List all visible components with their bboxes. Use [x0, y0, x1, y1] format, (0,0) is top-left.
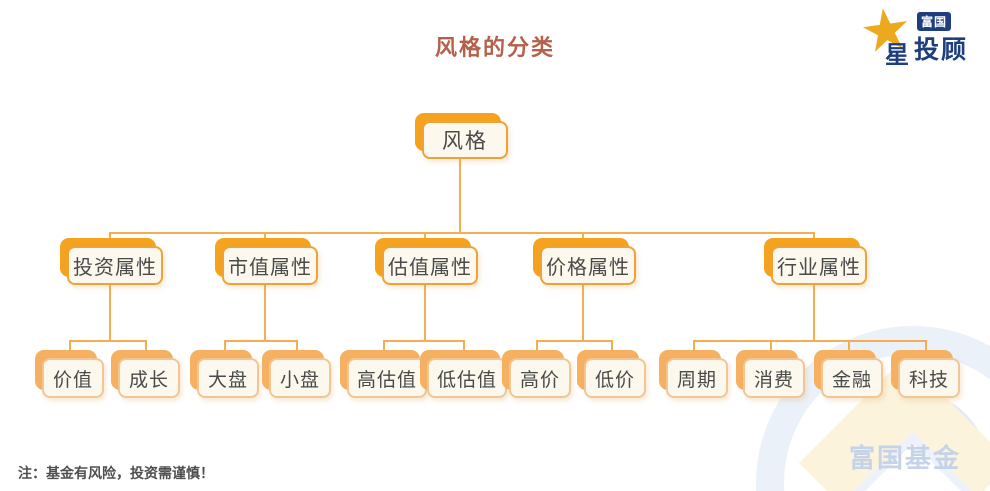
- tree-node-leaf-0-0: 价值: [35, 350, 104, 398]
- node-label: 周期: [666, 358, 728, 398]
- connector-line: [693, 340, 927, 342]
- connector-line: [69, 340, 147, 342]
- connector-line: [459, 159, 461, 234]
- tree-node-leaf-2-1: 低估值: [420, 350, 507, 398]
- node-label: 高价: [509, 358, 571, 398]
- node-label: 行业属性: [771, 246, 867, 285]
- page-title: 风格的分类: [434, 35, 555, 60]
- tree-node-leaf-4-3: 科技: [891, 350, 960, 398]
- node-label: 低价: [584, 358, 646, 398]
- connector-line: [536, 340, 613, 342]
- tree-node-leaf-4-2: 金融: [814, 350, 883, 398]
- connector-line: [109, 284, 111, 342]
- node-label: 大盘: [197, 358, 259, 398]
- node-label: 投资属性: [67, 246, 163, 285]
- tree-node-leaf-4-0: 周期: [659, 350, 728, 398]
- node-label: 估值属性: [382, 246, 478, 285]
- connector-line: [264, 284, 266, 342]
- connector-line: [582, 284, 584, 342]
- connector-line: [109, 232, 815, 234]
- tree-node-leaf-0-1: 成长: [111, 350, 180, 398]
- logo-brand-text: 投顾: [914, 36, 969, 64]
- node-label: 金融: [821, 358, 883, 398]
- tree-node-leaf-3-1: 低价: [577, 350, 646, 398]
- connector-line: [224, 340, 298, 342]
- node-label: 成长: [118, 358, 180, 398]
- tree-node-branch-1: 市值属性: [215, 238, 318, 285]
- tree-node-leaf-2-0: 高估值: [340, 350, 427, 398]
- node-label: 高估值: [347, 358, 427, 398]
- tree-node-leaf-4-1: 消费: [736, 350, 805, 398]
- node-label: 价格属性: [540, 246, 636, 285]
- tree-node-branch-0: 投资属性: [60, 238, 163, 285]
- tree-node-leaf-3-0: 高价: [502, 350, 571, 398]
- watermark-text: 富国基金: [849, 443, 962, 473]
- risk-note: 注：基金有风险，投资需谨慎！: [18, 465, 214, 481]
- node-label: 风格: [422, 121, 508, 159]
- tree-node-root: 风格: [415, 113, 508, 159]
- logo-star-char: 星: [885, 42, 909, 69]
- tree-node-branch-2: 估值属性: [375, 238, 478, 285]
- tree-node-leaf-1-1: 小盘: [262, 350, 331, 398]
- node-label: 低估值: [427, 358, 507, 398]
- connector-line: [813, 284, 815, 342]
- tree-node-branch-3: 价格属性: [533, 238, 636, 285]
- node-label: 小盘: [269, 358, 331, 398]
- node-label: 科技: [898, 358, 960, 398]
- tree-node-leaf-1-0: 大盘: [190, 350, 259, 398]
- connector-line: [424, 284, 426, 342]
- node-label: 市值属性: [222, 246, 318, 285]
- logo-brand-chip: 富国: [917, 12, 952, 31]
- node-label: 消费: [743, 358, 805, 398]
- node-label: 价值: [42, 358, 104, 398]
- connector-line: [383, 340, 465, 342]
- fullgoal-advisor-logo: ★ 星 富国 投顾: [856, 0, 980, 69]
- tree-node-branch-4: 行业属性: [764, 238, 867, 285]
